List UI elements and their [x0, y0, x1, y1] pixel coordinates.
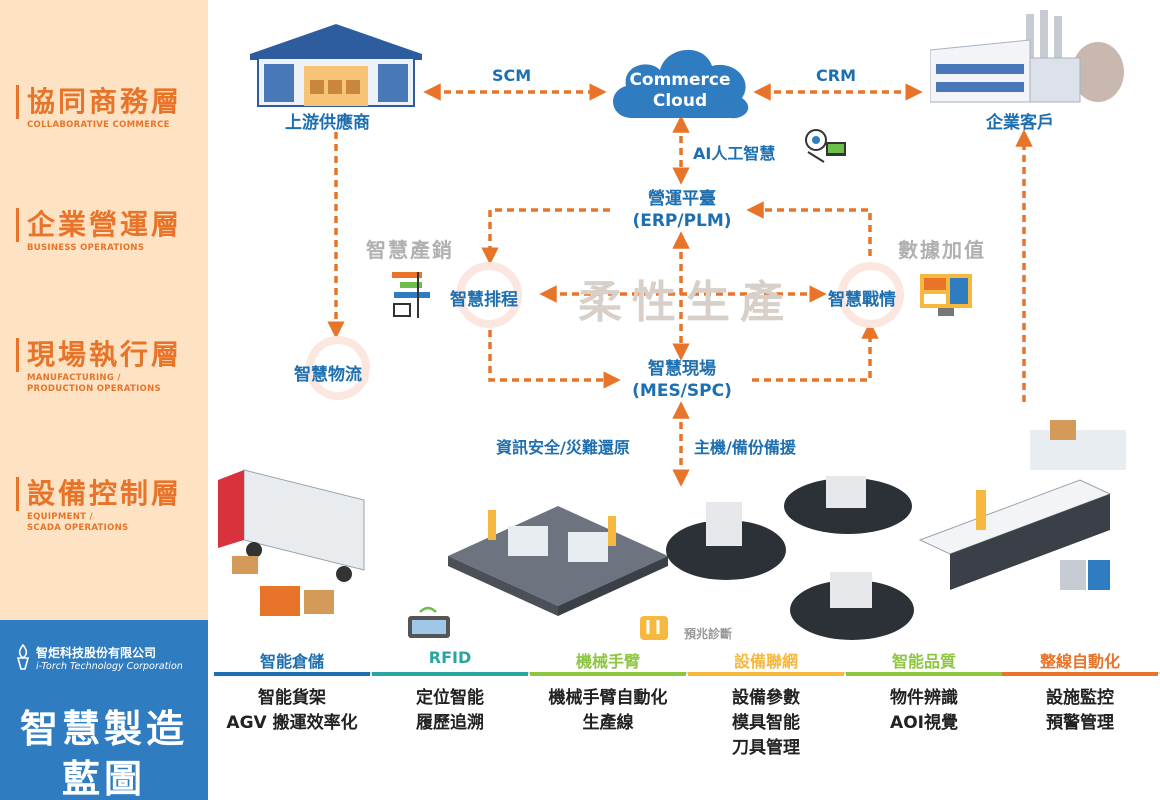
- node-ring: [306, 336, 370, 400]
- rfid-tablet-icon: [408, 606, 450, 638]
- layer-label-zh: 企業營運層: [16, 208, 182, 242]
- cloud-label-line1: Commerce: [629, 70, 731, 90]
- layer-label-en: BUSINESS OPERATIONS: [27, 243, 145, 253]
- page-title-line2: 藍圖: [61, 757, 146, 800]
- erp-node: 營運平臺 (ERP/PLM): [612, 188, 752, 232]
- category-label: 智能品質: [891, 652, 956, 671]
- layer-label-en: EQUIPMENT /: [27, 512, 93, 522]
- layer-label-zh: 現場執行層: [16, 338, 182, 372]
- category-bar: [214, 672, 370, 676]
- cloud-label: Commerce Cloud: [618, 70, 742, 112]
- layer-collaborative: 協同商務層 COLLABORATIVE COMMERCE: [16, 85, 182, 131]
- erp-sublabel: (ERP/PLM): [632, 211, 732, 231]
- description-line: AGV 搬運效率化: [226, 713, 358, 733]
- layer-label-en: SCADA OPERATIONS: [27, 523, 129, 533]
- layer-business: 企業營運層 BUSINESS OPERATIONS: [16, 208, 182, 254]
- category-bar: [372, 672, 528, 676]
- layer-label-zh: 協同商務層: [16, 85, 182, 119]
- data-value-label: 數據加值: [898, 238, 986, 262]
- scm-label: SCM: [492, 66, 532, 85]
- category-label: 機械手臂: [575, 652, 640, 671]
- company-name-en: i-Torch Technology Corporation: [36, 661, 183, 672]
- torch-logo-icon: [16, 644, 30, 670]
- description-line: 機械手臂自動化: [548, 688, 668, 708]
- category-bar: [688, 672, 844, 676]
- backup-label: 主機/備份備援: [694, 438, 796, 457]
- description-line: 設備參數: [732, 688, 800, 708]
- node-ring: [456, 262, 522, 328]
- layer-manufacturing: 現場執行層 MANUFACTURING / PRODUCTION OPERATI…: [16, 338, 182, 395]
- description-line: 預警管理: [1046, 713, 1114, 733]
- company-name-zh: 智炬科技股份有限公司: [36, 646, 157, 660]
- robot-icon: [805, 129, 846, 163]
- category-bar: [530, 672, 686, 676]
- erp-label: 營運平臺: [648, 189, 716, 209]
- mes-node: 智慧現場 (MES/SPC): [612, 358, 752, 402]
- predictive-label: 預兆診斷: [684, 627, 733, 641]
- customer-label: 企業客戶: [986, 113, 1054, 133]
- mes-sublabel: (MES/SPC): [632, 381, 732, 401]
- logistics-label[interactable]: 智慧物流: [294, 365, 362, 385]
- brand-panel: 智炬科技股份有限公司 i-Torch Technology Corporatio…: [0, 620, 208, 800]
- mes-label: 智慧現場: [648, 359, 716, 379]
- node-ring: [838, 262, 904, 328]
- description-line: 模具智能: [732, 713, 800, 733]
- category-description: 智能貨架 AGV 搬運效率化: [212, 686, 372, 736]
- ai-label: AI人工智慧: [693, 144, 776, 163]
- security-label: 資訊安全/災難還原: [496, 438, 630, 457]
- dashboard-icon: [920, 274, 972, 316]
- layer-label-en: COLLABORATIVE COMMERCE: [27, 120, 170, 130]
- layer-label-en: PRODUCTION OPERATIONS: [27, 384, 161, 394]
- category-description: 物件辨識 AOI視覺: [844, 686, 1004, 736]
- cloud-icon: [613, 49, 749, 119]
- equipment-network-icon: [666, 476, 914, 640]
- category-description: 設備參數 模具智能 刀具管理: [686, 686, 846, 761]
- description-line: 設施監控: [1046, 688, 1114, 708]
- description-line: 生產線: [582, 713, 634, 733]
- scheduling-label[interactable]: 智慧排程: [450, 290, 518, 310]
- wrench-icon: [640, 616, 668, 640]
- flexible-production-watermark: 柔性生產: [578, 277, 794, 328]
- warehouse-icon: [250, 24, 422, 107]
- category-label: 設備聯網: [733, 652, 798, 671]
- description-line: 物件辨識: [890, 688, 958, 708]
- description-line: 定位智能: [416, 688, 484, 708]
- layer-label-zh: 設備控制層: [16, 477, 182, 511]
- category-bar: [846, 672, 1002, 676]
- gantt-icon: [392, 272, 430, 318]
- category-label: 智能倉儲: [259, 652, 324, 671]
- category-description: 定位智能 履歷追溯: [370, 686, 530, 736]
- category-description: 機械手臂自動化 生產線: [528, 686, 688, 736]
- robot-arm-floor-icon: [448, 506, 668, 616]
- cloud-label-line2: Cloud: [652, 91, 708, 111]
- line-automation-icon: [918, 420, 1126, 590]
- war-room-label[interactable]: 智慧戰情: [828, 290, 896, 310]
- category-description: 設施監控 預警管理: [1000, 686, 1160, 736]
- smart-sales-label: 智慧產銷: [366, 238, 454, 262]
- factory-icon: [930, 10, 1124, 103]
- layer-panel: 協同商務層 COLLABORATIVE COMMERCE 企業營運層 BUSIN…: [0, 0, 208, 620]
- category-label: RFID: [428, 648, 472, 667]
- crm-label: CRM: [816, 66, 856, 85]
- layer-label-en: MANUFACTURING /: [27, 373, 121, 383]
- layer-equipment: 設備控制層 EQUIPMENT / SCADA OPERATIONS: [16, 477, 182, 534]
- description-line: 履歷追溯: [416, 713, 484, 733]
- category-bar: [1002, 672, 1158, 676]
- page-title: 智慧製造: [19, 707, 188, 751]
- description-line: 刀具管理: [732, 738, 800, 758]
- description-line: 智能貨架: [258, 688, 326, 708]
- truck-icon: [218, 469, 365, 616]
- supplier-label: 上游供應商: [285, 113, 370, 133]
- description-line: AOI視覺: [890, 713, 958, 733]
- category-label: 整線自動化: [1039, 652, 1120, 671]
